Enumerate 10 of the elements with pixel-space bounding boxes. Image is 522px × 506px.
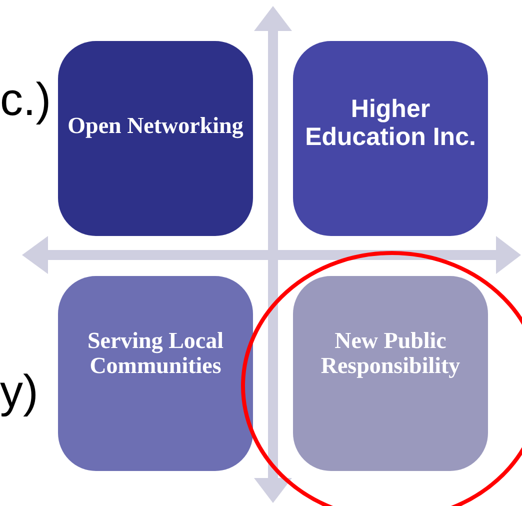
quadrant-box	[58, 41, 253, 236]
quadrant-label: Higher Education Inc.	[304, 96, 477, 151]
partial-text: y)	[0, 368, 38, 414]
quadrant-box	[293, 41, 488, 236]
quadrant-box	[58, 276, 253, 471]
quadrant-box	[293, 276, 488, 471]
quadrant-label: Open Networking	[66, 113, 244, 138]
partial-text: c.)	[0, 76, 52, 122]
quadrant-label: Serving Local Communities	[86, 328, 225, 379]
quadrant-label: New Public Responsibility	[320, 328, 462, 379]
